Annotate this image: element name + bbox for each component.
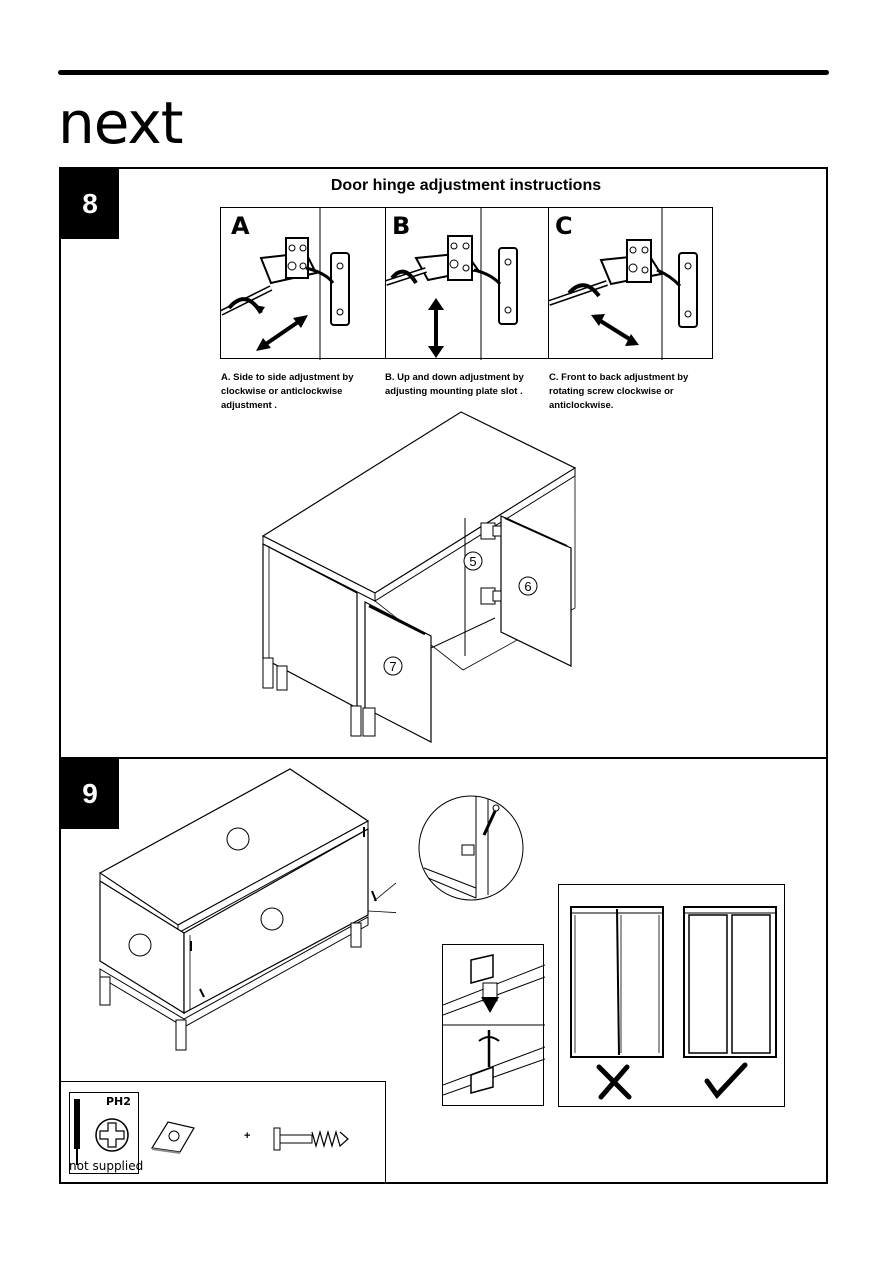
panel-b-letter: B (392, 212, 411, 240)
plus-sign: + (244, 1130, 251, 1142)
alignment-comparison-illustration (570, 906, 777, 1100)
brand-logo: next (58, 89, 183, 157)
part-label-6: 6 (524, 579, 531, 594)
cabinet-open-doors-illustration: 5 6 7 (261, 411, 577, 743)
hinge-a-illustration (221, 208, 350, 360)
hinge-panel-c: C (548, 207, 713, 360)
caption-b: B. Up and down adjustment by adjusting m… (385, 372, 524, 397)
step-8-title: Door hinge adjustment instructions (330, 177, 602, 194)
check-icon (704, 1062, 748, 1099)
hinge-panel-a: A (220, 207, 386, 360)
step-8-number: 8 (61, 169, 119, 239)
hinge-panel-b: B (385, 207, 549, 360)
screw-part-icon (273, 1127, 349, 1151)
detail-zoom-illustration (418, 795, 524, 901)
fixing-detail-illustration (443, 954, 545, 1096)
cabinet-closed-illustration: u (98, 768, 396, 1051)
hinge-c-illustration (549, 208, 698, 360)
fixing-detail-panel (442, 944, 545, 1106)
not-supplied-label: not supplied (69, 1159, 144, 1173)
header-rule (58, 70, 829, 75)
alignment-comparison-panel (558, 884, 785, 1107)
screwdriver-box: PH2 (69, 1092, 139, 1174)
step-9-frame (59, 757, 828, 1184)
part-label-7: 7 (389, 659, 396, 674)
caption-c: C. Front to back adjustment by rotating … (549, 372, 689, 411)
cross-icon (596, 1064, 632, 1100)
hinge-b-illustration (386, 208, 518, 360)
panel-a-letter: A (231, 212, 250, 240)
bit-label: PH2 (106, 1095, 131, 1108)
part-label-5: 5 (469, 554, 476, 569)
panel-c-letter: C (555, 212, 573, 240)
caption-a: A. Side to side adjustment by clockwise … (221, 372, 354, 411)
parts-box (60, 1081, 386, 1183)
step-9-number: 9 (61, 759, 119, 829)
bracket-part-icon (151, 1121, 195, 1154)
screwdriver-icon (74, 1099, 129, 1165)
